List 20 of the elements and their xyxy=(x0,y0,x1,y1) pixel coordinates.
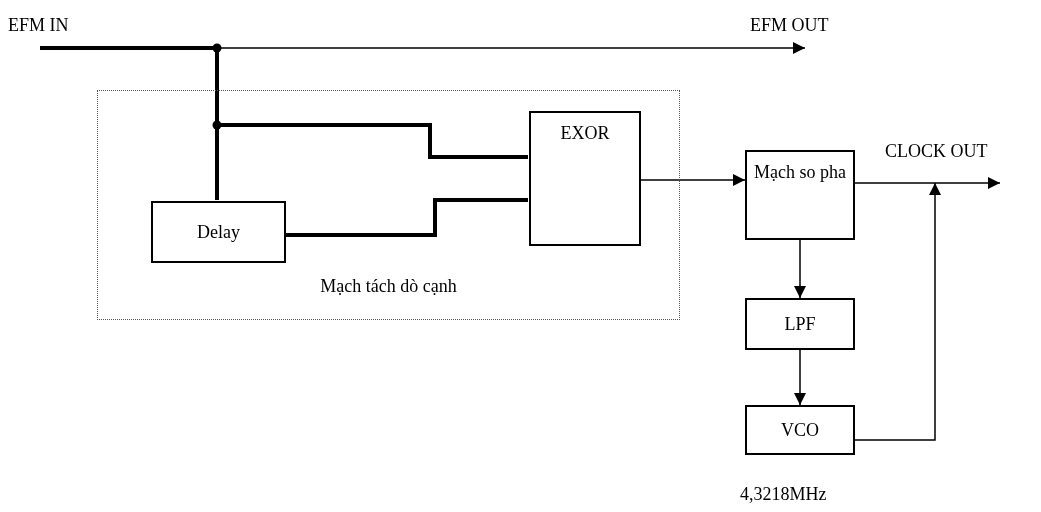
frequency-label: 4,3218MHz xyxy=(740,483,827,506)
block-box xyxy=(529,111,641,246)
block-label: Mạch so pha xyxy=(754,161,846,184)
block-box xyxy=(745,405,855,455)
connector-arrow xyxy=(854,182,941,441)
connector-arrow xyxy=(854,177,1001,189)
block-label: LPF xyxy=(784,312,816,336)
block-box xyxy=(745,298,855,350)
connector-arrow xyxy=(794,349,806,406)
group-label: Mạch tách dò cạnh xyxy=(319,274,458,297)
block-label: EXOR xyxy=(560,122,610,145)
block-box xyxy=(151,201,286,263)
signal-label: EFM OUT xyxy=(750,14,829,37)
block-box xyxy=(745,150,855,240)
block-label: Delay xyxy=(197,220,240,244)
signal-label: CLOCK OUT xyxy=(885,140,988,163)
connector-arrow xyxy=(794,239,806,299)
signal-label: EFM IN xyxy=(8,14,69,37)
block-label: VCO xyxy=(781,418,819,442)
dotted-group-frame xyxy=(97,90,680,320)
